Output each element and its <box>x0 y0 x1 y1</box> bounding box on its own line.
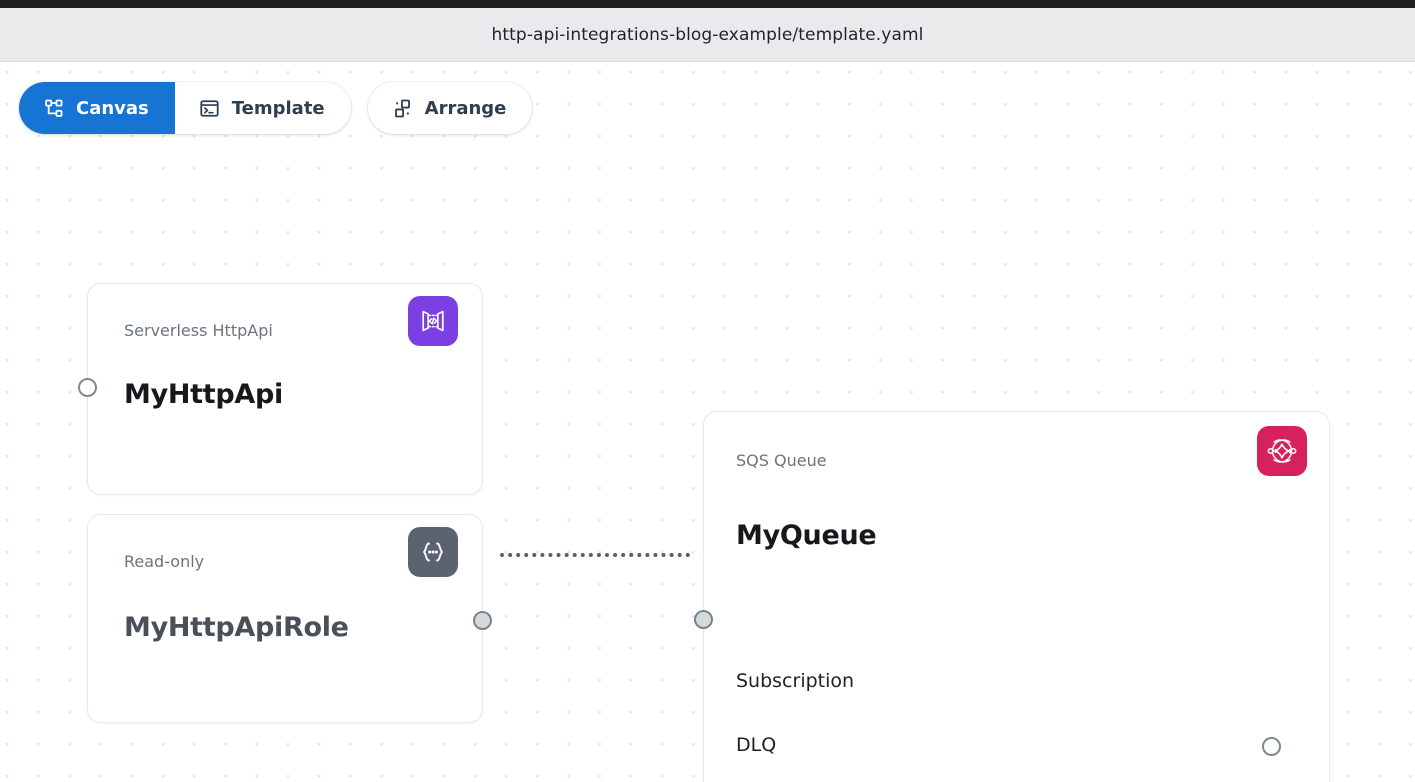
canvas-toolbar: Canvas Template <box>19 82 533 134</box>
api-gateway-icon <box>408 296 458 346</box>
sitemap-icon <box>43 97 65 119</box>
node-port-right[interactable] <box>473 611 492 630</box>
sqs-queue-icon <box>1257 426 1307 476</box>
node-port-left[interactable] <box>78 378 97 397</box>
node-my-http-api-role[interactable]: Read-only MyHttpApiRole <box>87 514 492 723</box>
node-title: MyHttpApiRole <box>124 612 349 643</box>
node-title: MyHttpApi <box>124 379 283 410</box>
terminal-icon <box>199 97 221 119</box>
node-row-subscription[interactable]: Subscription <box>736 670 855 692</box>
window-titlebar: http-api-integrations-blog-example/templ… <box>0 8 1415 62</box>
arrange-button[interactable]: Arrange <box>368 82 533 134</box>
node-type-label: Serverless HttpApi <box>124 321 273 340</box>
tab-canvas-label: Canvas <box>76 97 149 119</box>
node-type-label: Read-only <box>124 552 205 571</box>
arrange-icon <box>392 97 414 119</box>
diagram-canvas[interactable]: Serverless HttpApi MyHttpApi <box>0 63 1415 782</box>
tab-template[interactable]: Template <box>175 82 351 134</box>
node-title: MyQueue <box>736 520 877 551</box>
node-port-left[interactable] <box>694 610 713 629</box>
tab-canvas[interactable]: Canvas <box>19 82 175 134</box>
node-row-dlq[interactable]: DLQ <box>736 734 777 756</box>
arrange-button-label: Arrange <box>424 97 507 119</box>
window-title: http-api-integrations-blog-example/templ… <box>491 24 924 45</box>
window-top-band <box>0 0 1415 8</box>
node-row-dlq-port[interactable] <box>1262 737 1281 756</box>
tab-template-label: Template <box>231 97 325 119</box>
node-my-http-api[interactable]: Serverless HttpApi MyHttpApi <box>78 283 483 495</box>
node-my-queue[interactable]: SQS Queue MyQueue <box>694 411 1330 782</box>
view-mode-segmented-control: Canvas Template <box>19 82 351 134</box>
node-type-label: SQS Queue <box>736 451 827 470</box>
iam-role-icon <box>408 527 458 577</box>
edge-role-to-queue <box>500 553 690 557</box>
arrange-control: Arrange <box>367 82 533 134</box>
